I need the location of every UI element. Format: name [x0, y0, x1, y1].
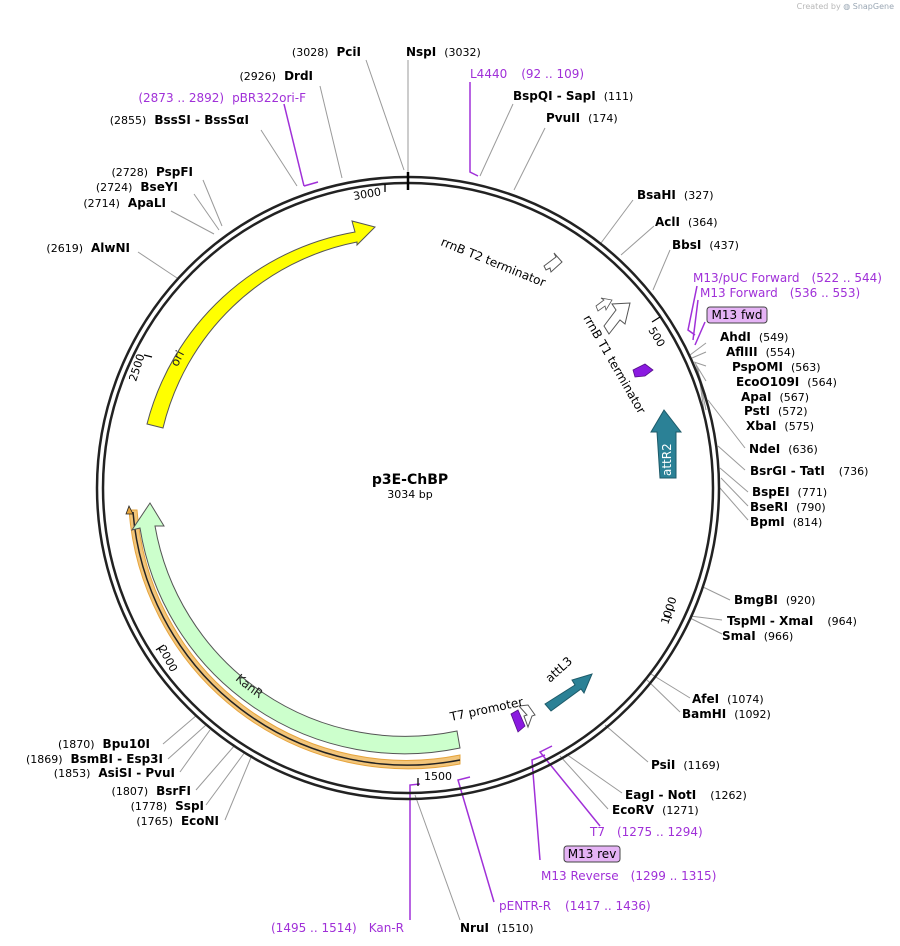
site-bamhi: BamHI(1092)	[682, 707, 771, 721]
site-nspi: NspI(3032)	[406, 45, 481, 59]
site-afei: AfeI(1074)	[692, 692, 764, 706]
snapgene-credit: Created by ◍ SnapGene	[797, 2, 894, 11]
tick-label-1000: 1000	[658, 595, 679, 626]
attr2-feature-arrow	[650, 409, 683, 479]
kanr-start-arrowhead	[125, 505, 134, 515]
m13-rev-feature-marker	[510, 709, 526, 733]
t7-promoter-arrow	[517, 704, 536, 729]
plasmid-length: 3034 bp	[387, 488, 432, 501]
plasmid-name: p3E-ChBP	[372, 472, 448, 488]
rrnb-t1-small-arrow	[595, 297, 613, 312]
ori-feature-arrow	[146, 220, 376, 429]
site-bspqi: BspQI - SapI(111)	[513, 89, 633, 103]
site-afliii: AflIII(554)	[726, 345, 795, 359]
credit-prefix: Created by	[796, 2, 841, 11]
m13-rev-badge-box	[563, 845, 621, 863]
site-bsahi: BsaHI(327)	[637, 188, 714, 202]
tick-marks	[143, 184, 676, 786]
attl3-feature-arrow	[544, 673, 593, 712]
site-smai: SmaI(966)	[722, 629, 793, 643]
primer-m13-reverse: M13 Reverse(1299 .. 1315)	[541, 869, 716, 883]
rrnb-t2-terminator-label: rrnB T2 terminator	[439, 235, 548, 290]
kanr-feature-arrow	[130, 502, 461, 755]
m13-fwd-feature-marker	[632, 363, 654, 378]
site-drdi: (2926)DrdI	[239, 69, 313, 83]
tick-label-1500: 1500	[424, 770, 452, 783]
kanr-highlight-band	[128, 509, 461, 770]
primer-pentr-r: pENTR-R(1417 .. 1436)	[499, 899, 651, 913]
credit-brand: SnapGene	[852, 2, 894, 11]
tick-label-500: 500	[645, 325, 667, 350]
site-pspomi: PspOMI(563)	[732, 360, 821, 374]
primer-l4440: L4440(92 .. 109)	[470, 67, 584, 81]
site-pcii: (3028)PciI	[292, 45, 361, 59]
site-apali: (2714)ApaLI	[83, 196, 166, 210]
site-econi: (1765)EcoNI	[136, 814, 219, 828]
site-bsmbi: (1869)BsmBI - Esp3I	[26, 752, 163, 766]
kanr-backbone-line	[132, 511, 461, 766]
m13-fwd-badge: M13 fwd	[712, 308, 763, 322]
primer-kan-r: (1495 .. 1514)Kan-R	[271, 921, 404, 935]
rrnb-t1-terminator-arrow	[603, 302, 631, 335]
m13-rev-badge: M13 rev	[568, 847, 617, 861]
site-psii: PsiI(1169)	[651, 758, 720, 772]
site-alwni: (2619)AlwNI	[46, 241, 130, 255]
site-psti: PstI(572)	[744, 404, 808, 418]
site-tspmi: TspMI - XmaI(964)	[727, 614, 857, 628]
primer-m13-forward: M13 Forward(536 .. 553)	[700, 286, 860, 300]
tick-label-3000: 3000	[352, 185, 382, 203]
tick-label-2000: 2000	[155, 643, 180, 674]
site-bspei: BspEI(771)	[752, 485, 827, 499]
site-bsrfi: (1807)BsrFI	[112, 784, 191, 798]
site-eagi: EagI - NotI(1262)	[625, 788, 747, 802]
site-apai: ApaI(567)	[741, 390, 809, 404]
site-ecoo109i: EcoO109I(564)	[736, 375, 837, 389]
site-nrui: NruI(1510)	[460, 921, 534, 935]
tick-label-2500: 2500	[126, 352, 147, 383]
site-sspi: (1778)SspI	[131, 799, 204, 813]
site-pvuii: PvuII(174)	[546, 111, 618, 125]
attl3-label: attL3	[543, 654, 575, 685]
site-bbsi: BbsI(437)	[672, 238, 739, 252]
site-bmgbi: BmgBI(920)	[734, 593, 815, 607]
site-bpu10i: (1870)Bpu10I	[58, 737, 150, 751]
site-ecorv: EcoRV(1271)	[612, 803, 699, 817]
primer-pbr322ori-f: (2873 .. 2892)pBR322ori-F	[138, 91, 306, 105]
primer-m13-puc-forward: M13/pUC Forward(522 .. 544)	[693, 271, 882, 285]
site-bpmi: BpmI(814)	[750, 515, 822, 529]
site-bsssi: (2855)BssSI - BssSαI	[110, 113, 249, 127]
site-bsrgi: BsrGI - TatI(736)	[750, 464, 868, 478]
site-asisi: (1853)AsiSI - PvuI	[54, 766, 175, 780]
primer-t7: T7(1275 .. 1294)	[589, 825, 703, 839]
site-ndei: NdeI(636)	[749, 442, 818, 456]
site-pspfi: (2728)PspFI	[111, 165, 193, 179]
primer-markers	[283, 82, 706, 920]
leader-lines	[137, 59, 749, 921]
site-beseri: BseRI(790)	[750, 500, 826, 514]
attr2-label: attR2	[660, 443, 674, 476]
site-acli: AclI(364)	[655, 215, 718, 229]
m13-fwd-badge-box	[706, 306, 768, 324]
site-bseyi: (2724)BseYI	[96, 180, 178, 194]
rrnb-t1-terminator-label: rrnB T1 terminator	[580, 313, 648, 417]
site-xbai: XbaI(575)	[746, 419, 814, 433]
rrnb-t2-terminator-arrow	[543, 252, 563, 273]
snapgene-logo-icon: ◍	[843, 2, 851, 11]
ori-label: ori	[168, 348, 188, 368]
site-ahdi: AhdI(549)	[720, 330, 788, 344]
